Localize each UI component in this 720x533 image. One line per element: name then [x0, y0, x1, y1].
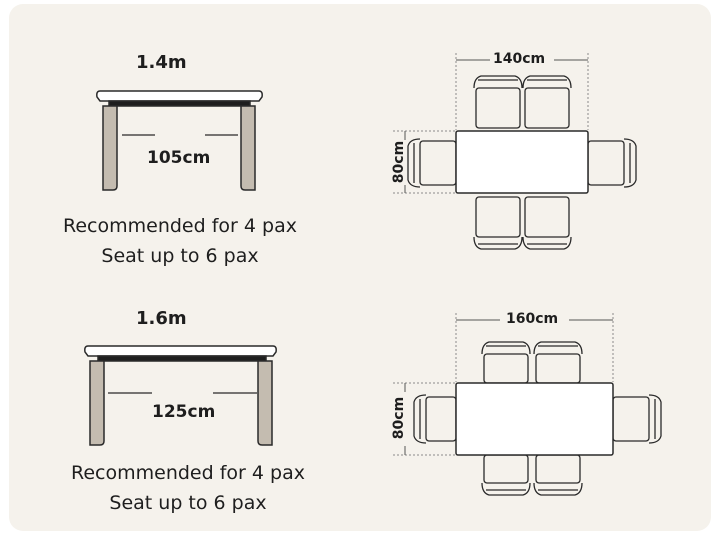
- right-leg: [257, 360, 273, 446]
- left-leg: [102, 105, 118, 191]
- tabletop-plan: [455, 130, 589, 194]
- chair-left-end: [413, 394, 457, 444]
- side-view-table-2: [84, 345, 277, 446]
- table-1-plan-length-label: 140cm: [493, 51, 546, 67]
- plan-view-table-1: [393, 53, 637, 250]
- right-leg: [240, 105, 256, 191]
- table-apron: [97, 355, 267, 362]
- plan-view-table-2: [393, 313, 662, 496]
- chair-left-end: [407, 138, 457, 188]
- tabletop: [84, 345, 277, 357]
- table-apron: [108, 100, 251, 107]
- table-1-length-label: 1.4m: [136, 52, 187, 73]
- left-leg: [89, 360, 105, 446]
- tabletop-plan: [455, 382, 614, 456]
- table-2-plan-length-label: 160cm: [506, 311, 559, 327]
- table-1-leg-width-label: 105cm: [147, 148, 211, 168]
- table-1-plan-width-label: 80cm: [391, 140, 408, 184]
- chair-bottom-right: [522, 196, 572, 250]
- table-2-recommended-text: Recommended for 4 pax: [71, 462, 305, 484]
- table-2-length-label: 1.6m: [136, 308, 187, 329]
- chair-bottom-left: [481, 454, 531, 496]
- chair-top-right: [522, 75, 572, 129]
- tabletop: [96, 90, 263, 102]
- chair-top-left: [481, 341, 531, 384]
- table-2-leg-width-label: 125cm: [152, 402, 216, 422]
- chair-right-end: [612, 394, 662, 444]
- chair-right-end: [587, 138, 637, 188]
- chair-bottom-left: [473, 196, 523, 250]
- chair-top-right: [533, 341, 583, 384]
- table-1-recommended-text: Recommended for 4 pax: [63, 215, 297, 237]
- chair-bottom-right: [533, 454, 583, 496]
- table-2-plan-width-label: 80cm: [391, 396, 408, 440]
- chair-top-left: [473, 75, 523, 129]
- table-2-seat-text: Seat up to 6 pax: [109, 492, 267, 514]
- table-1-seat-text: Seat up to 6 pax: [101, 245, 259, 267]
- side-view-table-1: [96, 90, 263, 191]
